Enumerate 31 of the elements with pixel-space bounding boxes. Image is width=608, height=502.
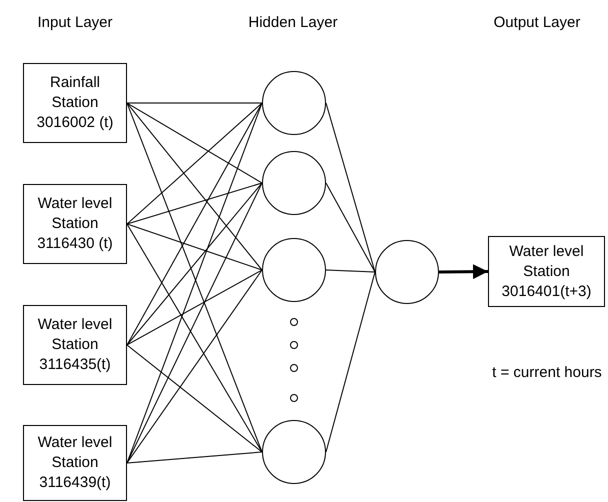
connection-line	[326, 272, 376, 452]
connection-line	[326, 182, 376, 272]
connection-line	[126, 102, 262, 224]
connection-line	[326, 102, 376, 272]
connection-line	[126, 270, 262, 346]
connection-line	[126, 102, 262, 346]
note-text: t = current hours	[491, 363, 603, 383]
connection-line	[126, 182, 262, 346]
connection-line	[126, 102, 262, 270]
connection-line	[126, 270, 262, 464]
station-box	[23, 425, 127, 501]
station-label: Water level Station 3116430 (t)	[36, 194, 114, 254]
station-label: Water level Station 3116439(t)	[36, 433, 114, 493]
arrow	[438, 264, 488, 280]
connection-line	[126, 182, 262, 224]
station-label: Water level Station 3016401(t+3)	[500, 242, 592, 302]
station-label: Rainfall Station 3016002 (t)	[36, 73, 114, 133]
connection-line	[126, 102, 262, 184]
station-label: Water level Station 3116435(t)	[36, 315, 114, 375]
connection-line	[126, 224, 262, 270]
connection-line	[126, 102, 262, 104]
connection-line	[326, 270, 376, 272]
station-box	[23, 184, 127, 264]
connection-line	[126, 182, 262, 464]
connection-line	[126, 344, 262, 452]
connection-line	[126, 452, 262, 464]
station-box	[23, 305, 127, 385]
connection-line	[126, 224, 262, 452]
station-box	[488, 236, 605, 307]
station-box	[23, 63, 127, 143]
layer-heading: Output Layer	[492, 13, 582, 33]
